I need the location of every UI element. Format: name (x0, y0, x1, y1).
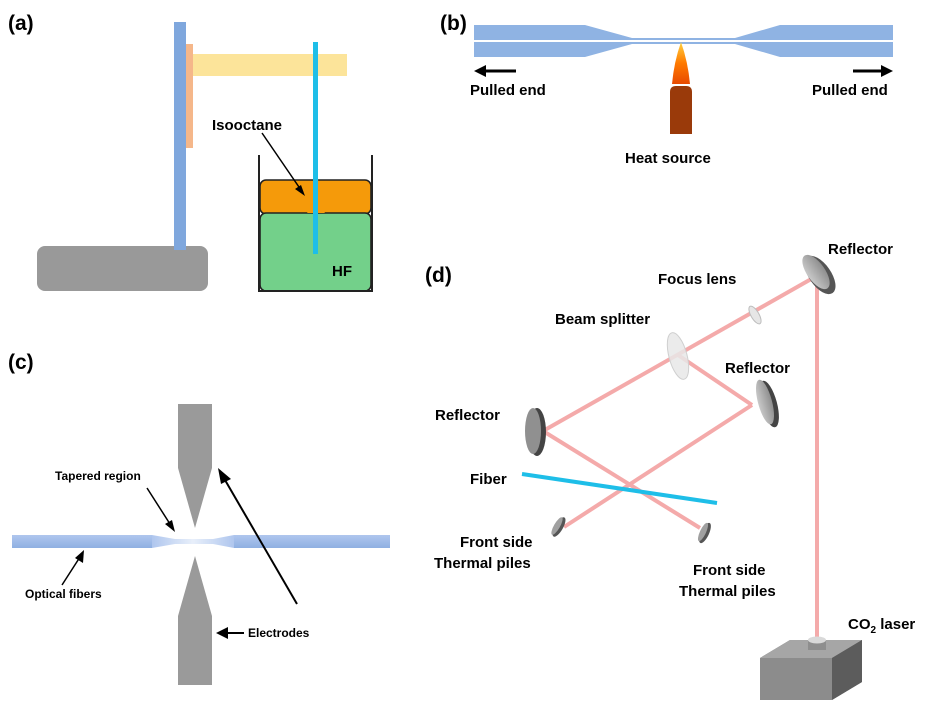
reflector-top (802, 254, 836, 295)
thermal-pile-left (551, 517, 566, 537)
fiber-d (521, 472, 718, 505)
tapered-arrow (146, 487, 171, 525)
focus-lens (748, 305, 762, 325)
beaker (258, 155, 373, 292)
flame-icon (672, 42, 690, 84)
optical-fiber-right (234, 535, 390, 548)
clamp-arm (193, 54, 347, 76)
tapered-region-label: Tapered region (55, 469, 141, 483)
hf-label: HF (332, 263, 352, 280)
reflector-left (525, 408, 546, 456)
left-pull-arrowhead (474, 65, 486, 77)
focus-lens-label: Focus lens (658, 271, 736, 288)
electrode-top (178, 404, 212, 528)
reflector-left-label: Reflector (435, 407, 500, 424)
pulled-end-right-label: Pulled end (812, 82, 888, 99)
reflector-mid-label: Reflector (725, 360, 790, 377)
panel-a-label: (a) (8, 12, 34, 35)
panel-a: (a) Isooctane HF (8, 12, 373, 292)
clamp-pad (186, 44, 193, 148)
stand-pole (174, 22, 186, 250)
heat-source-body (670, 86, 692, 134)
reflector-top-label: Reflector (828, 241, 893, 258)
panel-b: (b) Pulled end Pulled end Heat source (440, 12, 893, 167)
optical-fibers-label: Optical fibers (25, 587, 102, 601)
panel-d-label: (d) (425, 264, 452, 287)
fiber-label: Fiber (470, 471, 507, 488)
electrodes-label: Electrodes (248, 626, 310, 640)
co2-laser (760, 636, 862, 700)
tapered-region (152, 535, 234, 548)
thermal-pile-right (697, 522, 711, 544)
right-pull-arrowhead (881, 65, 893, 77)
thermal-left-line1: Front side (460, 534, 533, 551)
electrodes-arrowhead-bottom (216, 627, 228, 639)
beam-splitter (666, 332, 690, 380)
optical-fiber-a (313, 42, 318, 254)
isooctane-arrow (261, 132, 302, 191)
isooctane-label: Isooctane (212, 117, 282, 134)
stand-base (37, 246, 208, 291)
optical-fibers-arrowhead (75, 550, 84, 563)
beam-splitter-label: Beam splitter (555, 311, 650, 328)
electrodes-arrow-top (224, 479, 298, 605)
tapered-arrowhead (165, 520, 175, 532)
optical-fiber-left (12, 535, 152, 548)
optical-fibers-arrow (61, 556, 81, 586)
co2-laser-label: CO2 laser (848, 616, 915, 636)
electrodes-arrowhead-top (218, 468, 231, 484)
heat-source-label: Heat source (625, 150, 711, 167)
electrode-bottom (178, 556, 212, 685)
panel-c: (c) Tapered region Optical fibers Electr… (8, 351, 390, 685)
thermal-left-line2: Thermal piles (434, 555, 531, 572)
isooctane-arrowhead (295, 185, 305, 196)
thermal-right-line2: Thermal piles (679, 583, 776, 600)
panel-b-label: (b) (440, 12, 467, 35)
panel-c-label: (c) (8, 351, 34, 374)
pulled-end-left-label: Pulled end (470, 82, 546, 99)
reflector-mid (755, 379, 779, 428)
thermal-right-line1: Front side (693, 562, 766, 579)
panel-d: (d) (425, 241, 915, 700)
